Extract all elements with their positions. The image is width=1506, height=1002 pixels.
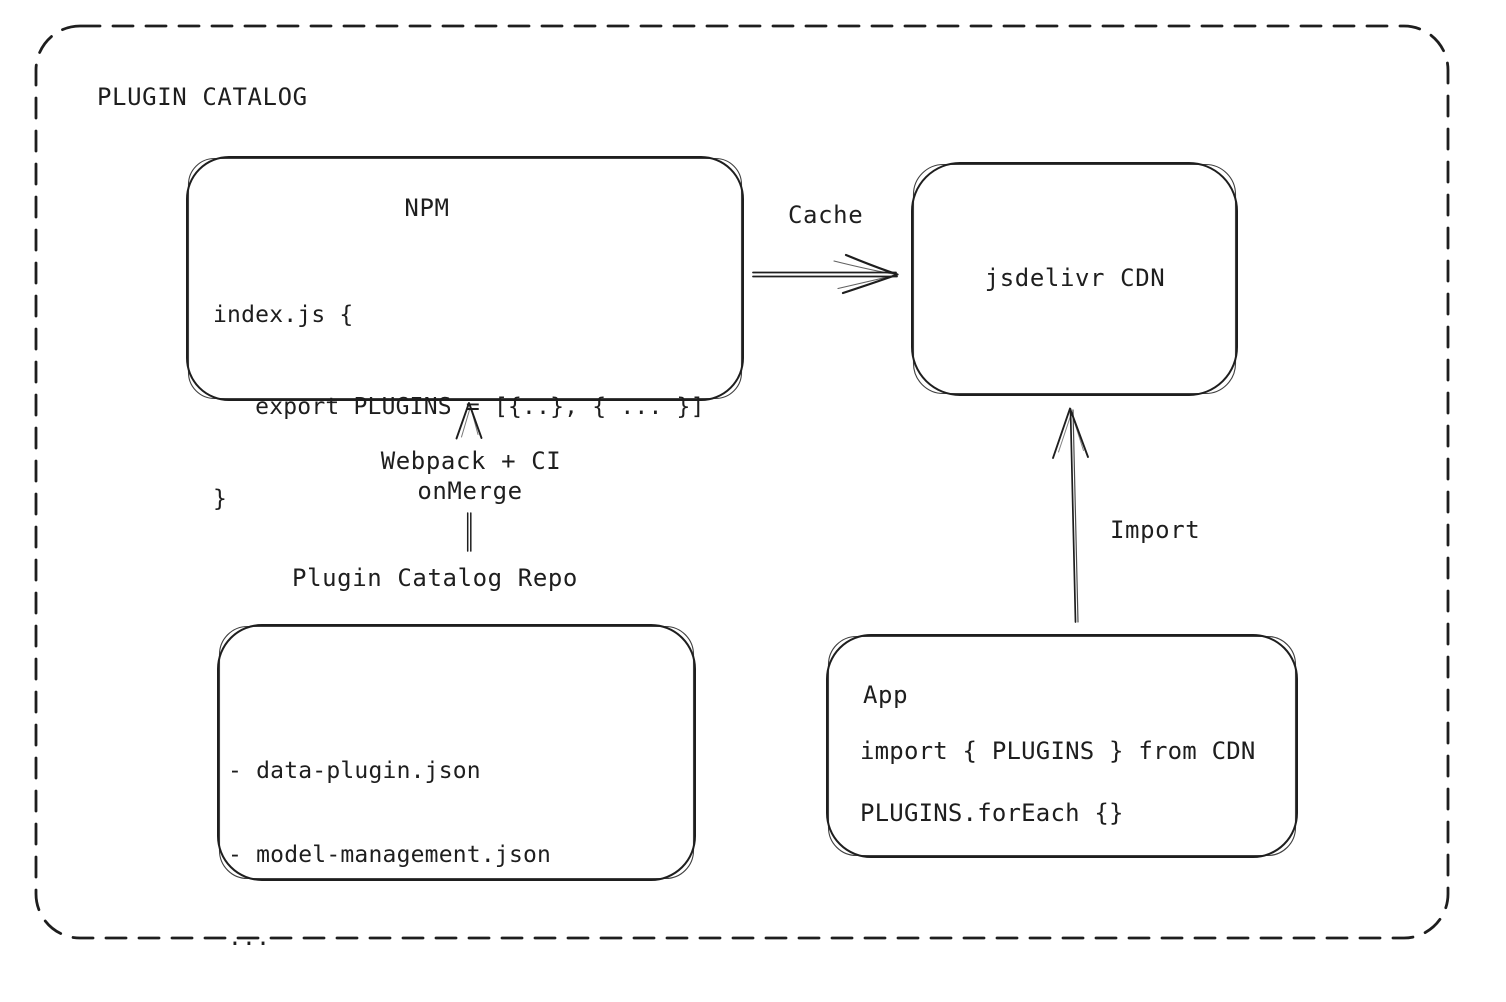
cdn-box-outline xyxy=(911,162,1238,396)
build-arrow-label-line1: Webpack + CI xyxy=(380,447,562,475)
repo-node-label: Plugin Catalog Repo xyxy=(292,564,578,592)
cache-arrow xyxy=(752,253,899,295)
plugin-catalog-boundary xyxy=(34,24,1450,940)
repo-file-item: ... xyxy=(228,925,271,951)
npm-node-title: NPM xyxy=(404,194,450,222)
build-arrow-label-line2: onMerge xyxy=(417,477,523,505)
cdn-node-label: jsdelivr CDN xyxy=(984,264,1166,292)
import-arrow-label: Import xyxy=(1110,516,1201,544)
app-node-title: App xyxy=(863,681,909,709)
npm-box-outline xyxy=(186,156,744,401)
npm-code-line: index.js { xyxy=(213,302,354,328)
npm-code-block: index.js { export PLUGINS = [{..}, { ...… xyxy=(213,243,705,571)
cache-arrow-label: Cache xyxy=(788,201,864,229)
repo-box-outline xyxy=(217,624,696,881)
build-arrow xyxy=(455,402,483,552)
app-box-outline xyxy=(826,634,1298,858)
npm-code-line: } xyxy=(213,486,228,512)
app-code-line: import { PLUGINS } from CDN xyxy=(860,737,1256,765)
repo-file-list: - data-plugin.json - model-management.js… xyxy=(228,704,551,1002)
repo-file-item: - model-management.json xyxy=(228,841,552,868)
npm-code-line: export PLUGINS = [{..}, { ... }] xyxy=(213,394,705,420)
diagram-title: PLUGIN CATALOG xyxy=(97,83,308,111)
import-arrow xyxy=(1052,407,1089,623)
app-code-line: PLUGINS.forEach {} xyxy=(860,799,1124,827)
repo-file-item: - data-plugin.json xyxy=(228,758,481,784)
